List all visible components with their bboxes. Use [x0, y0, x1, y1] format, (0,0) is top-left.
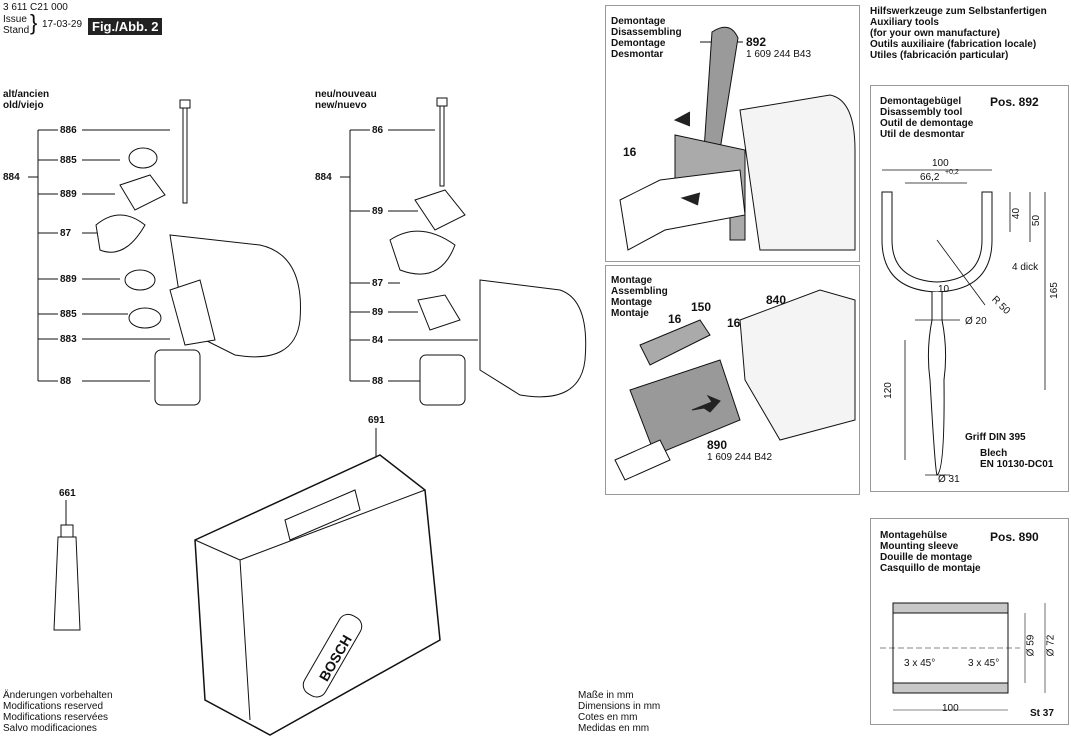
dim-dia59: Ø 59 [1025, 634, 1037, 657]
mid-title-2: new/nuevo [315, 100, 367, 111]
dim-dia72: Ø 72 [1045, 634, 1057, 657]
left-title-2: old/viejo [3, 100, 44, 111]
left-assembly-number: 884 [3, 172, 20, 183]
tool-892-pos: Pos. 892 [990, 95, 1039, 109]
mid-part-89b: 89 [372, 307, 384, 318]
case-part-number: 691 [368, 415, 385, 426]
dim-chamfer-right: 3 x 45° [968, 658, 1000, 669]
tool-890-material: St 37 [1030, 708, 1054, 719]
disassembly-title-3: Demontage [611, 38, 666, 49]
footer-mid-3: Cotes en mm [578, 712, 638, 723]
left-part-886: 886 [60, 125, 77, 136]
dim-dia31: Ø 31 [938, 474, 960, 485]
aux-title-4: Outils auxiliaire (fabrication locale) [870, 39, 1037, 50]
disassembly-title-1: Demontage [611, 16, 666, 27]
brace: } [30, 10, 38, 35]
dim-66-2: 66,2 [920, 172, 940, 183]
assembly-callout-16b: 16 [727, 316, 741, 330]
assembly-tool-number: 890 [707, 438, 728, 452]
left-part-87: 87 [60, 228, 72, 239]
footer-mid-1: Maße in mm [578, 690, 634, 701]
left-part-885b: 885 [60, 309, 77, 320]
tool-892-title-2: Disassembly tool [880, 107, 963, 118]
note-griff: Griff DIN 395 [965, 432, 1026, 443]
dim-thickness: 4 dick [1012, 262, 1039, 273]
footer-mid-4: Medidas en mm [578, 723, 650, 734]
left-part-883: 883 [60, 334, 77, 345]
aux-title-2: Auxiliary tools [870, 17, 939, 28]
footer-left-2: Modifications reserved [3, 701, 104, 712]
assembly-callout-150: 150 [691, 300, 712, 314]
dim-100: 100 [932, 158, 949, 169]
issue-date: 17-03-29 [42, 19, 83, 30]
tool-890-title-3: Douille de montage [880, 552, 973, 563]
footer-mid-2: Dimensions in mm [578, 701, 661, 712]
tube-part-number: 661 [59, 488, 76, 499]
mid-assembly-number: 884 [315, 172, 332, 183]
footer-left-1: Änderungen vorbehalten [3, 690, 113, 701]
tool-890-title-1: Montagehülse [880, 530, 948, 541]
mid-part-84: 84 [372, 335, 384, 346]
stand-label: Stand [3, 25, 30, 36]
left-part-885: 885 [60, 155, 77, 166]
tool-892-title-1: Demontagebügel [880, 96, 962, 107]
aux-title-5: Utiles (fabricación particular) [870, 50, 1009, 61]
mid-part-88: 88 [372, 376, 384, 387]
disassembly-tool-code: 1 609 244 B43 [746, 49, 812, 60]
tool-890-pos: Pos. 890 [990, 530, 1039, 544]
assembly-callout-16a: 16 [668, 312, 682, 326]
disassembly-tool-number: 892 [746, 35, 767, 49]
assembly-title-4: Montaje [611, 308, 649, 319]
doc-number: 3 611 C21 000 [3, 2, 68, 13]
left-title-1: alt/ancien [3, 89, 50, 100]
tool-890-title-2: Mounting sleeve [880, 541, 959, 552]
figure-label: Fig./Abb. 2 [88, 18, 163, 35]
aux-title-1: Hilfswerkzeuge zum Selbstanfertigen [870, 6, 1047, 17]
dim-chamfer-left: 3 x 45° [904, 658, 936, 669]
mid-part-89: 89 [372, 206, 384, 217]
tool-892-title-4: Util de desmontar [880, 129, 965, 140]
tool-892-panel [870, 85, 1069, 492]
dim-dia20: Ø 20 [965, 316, 987, 327]
disassembly-title-4: Desmontar [611, 49, 664, 60]
assembly-tool-code: 1 609 244 B42 [707, 452, 773, 463]
note-blech: Blech [980, 448, 1008, 459]
mid-part-86: 86 [372, 125, 384, 136]
footer-left-3: Modifications reservées [3, 712, 109, 723]
dim-66-2-tolerance: +0,2 [945, 169, 959, 176]
assembly-callout-840: 840 [766, 293, 787, 307]
left-part-889b: 889 [60, 274, 77, 285]
dim-10: 10 [938, 284, 950, 295]
tool-892-title-3: Outil de demontage [880, 118, 974, 129]
left-part-88: 88 [60, 376, 72, 387]
mid-part-87: 87 [372, 278, 384, 289]
assembly-title-2: Assembling [611, 286, 668, 297]
left-part-889: 889 [60, 189, 77, 200]
assembly-title-1: Montage [611, 275, 653, 286]
issue-label: Issue [3, 14, 27, 25]
aux-title-3: (for your own manufacture) [870, 28, 1001, 39]
disassembly-callout-16: 16 [623, 145, 637, 159]
footer-left-4: Salvo modificaciones [3, 723, 97, 734]
disassembly-title-2: Disassembling [611, 27, 682, 38]
tool-890-title-4: Casquillo de montaje [880, 563, 981, 574]
assembly-title-3: Montage [611, 297, 653, 308]
dim-length-100: 100 [942, 703, 959, 714]
mid-title-1: neu/nouveau [315, 89, 377, 100]
note-material: EN 10130-DC01 [980, 459, 1054, 470]
